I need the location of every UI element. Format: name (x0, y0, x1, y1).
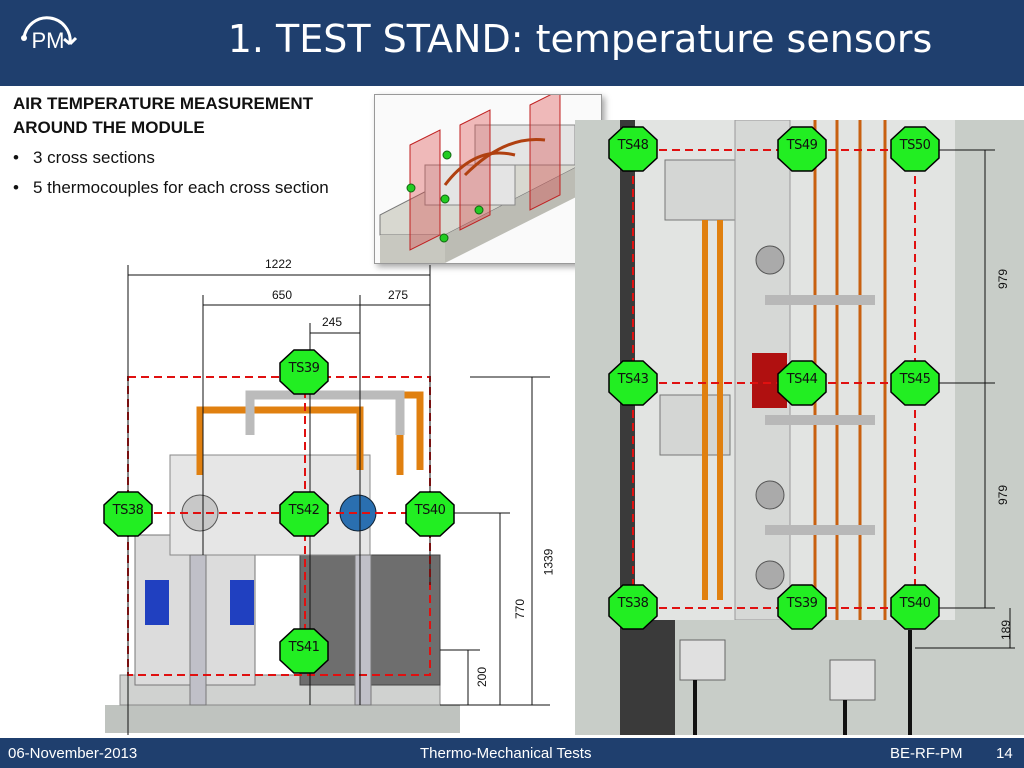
page-title: 1. TEST STAND: temperature sensors (227, 17, 933, 61)
sensor-ts38-front: TS38 (103, 491, 153, 537)
sensor-ts48: TS48 (608, 126, 658, 172)
isometric-view-image (374, 89, 602, 264)
sensor-ts43: TS43 (608, 360, 658, 406)
dimension-770: 770 (513, 598, 528, 620)
bullet-item: 3 cross sections (13, 146, 373, 170)
footer-title: Thermo-Mechanical Tests (420, 745, 592, 762)
front-view-drawing: 1222 650 275 245 1339 770 200 (100, 255, 560, 735)
dimension-979-upper: 979 (996, 268, 1011, 290)
sensor-ts39-front: TS39 (279, 349, 329, 395)
sensor-ts38-top: TS38 (608, 584, 658, 630)
sensor-ts45: TS45 (890, 360, 940, 406)
bullet-list: 3 cross sections 5 thermocouples for eac… (13, 146, 373, 200)
section-heading: AIR TEMPERATURE MEASUREMENT AROUND THE M… (13, 92, 373, 140)
dimension-1222: 1222 (265, 257, 292, 271)
footer-date: 06-November-2013 (8, 745, 138, 762)
dimension-189: 189 (999, 619, 1014, 641)
dimension-275: 275 (388, 288, 409, 302)
svg-text:PM: PM (32, 28, 65, 53)
sensor-ts42-front: TS42 (279, 491, 329, 537)
sensor-ts44: TS44 (777, 360, 827, 406)
heading-line-2: AROUND THE MODULE (13, 118, 205, 137)
sensor-ts40-front: TS40 (405, 491, 455, 537)
bullet-item: 5 thermocouples for each cross section (13, 176, 373, 200)
page-number: 14 (996, 745, 1013, 762)
sensor-ts50: TS50 (890, 126, 940, 172)
description-block: AIR TEMPERATURE MEASUREMENT AROUND THE M… (13, 92, 373, 206)
dimension-245: 245 (322, 315, 343, 329)
dimension-200: 200 (475, 666, 490, 688)
dimension-650: 650 (272, 288, 293, 302)
heading-line-1: AIR TEMPERATURE MEASUREMENT (13, 94, 314, 113)
footer-bar: 06-November-2013 Thermo-Mechanical Tests… (0, 738, 1024, 768)
sensor-ts41-front: TS41 (279, 628, 329, 674)
footer-department: BE-RF-PM (890, 745, 963, 762)
pm-logo: PM (12, 8, 82, 68)
sensor-ts40-top: TS40 (890, 584, 940, 630)
sensor-ts39-top: TS39 (777, 584, 827, 630)
dimension-1339: 1339 (541, 548, 556, 576)
sensor-ts49: TS49 (777, 126, 827, 172)
header-bar: PM 1. TEST STAND: temperature sensors (0, 0, 1024, 86)
top-view-drawing: 979 979 189 (575, 119, 1024, 735)
dimension-979-lower: 979 (996, 484, 1011, 506)
